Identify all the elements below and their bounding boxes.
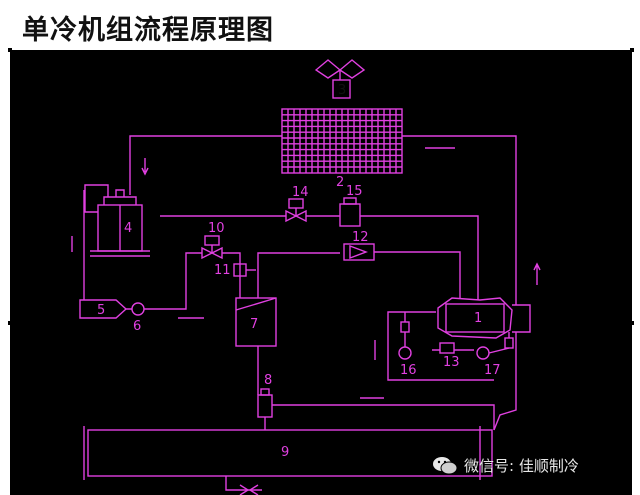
component-label: 3 — [338, 83, 346, 98]
component-label: 15 — [346, 184, 363, 199]
component-label: 4 — [124, 221, 132, 236]
component-label: 16 — [400, 363, 417, 378]
watermark-text: 微信号: 佳顺制冷 — [464, 457, 579, 475]
condenser-grid — [282, 109, 402, 173]
receiver-valve — [115, 189, 125, 197]
arrow-down-icon — [141, 158, 149, 176]
expansion-valve-cap — [260, 388, 270, 396]
evaporator-outlet — [493, 332, 517, 431]
watermark: 微信号: 佳顺制冷 — [432, 455, 579, 476]
valve-cap — [343, 197, 357, 205]
evaporator-shell — [87, 429, 493, 477]
heat-exchanger-diagonal — [235, 297, 277, 311]
canvas-corner-marker — [8, 48, 12, 52]
component-label: 5 — [97, 303, 105, 318]
compressor-suction-line — [374, 251, 461, 298]
compressor-body — [445, 303, 505, 333]
component-label: 10 — [208, 221, 225, 236]
condenser-outlet-pipe — [129, 135, 282, 195]
diagram-canvas — [10, 50, 632, 495]
sight-element-arrow — [349, 244, 368, 260]
component-label: 6 — [133, 319, 141, 334]
compressor-discharge — [512, 304, 531, 333]
gauge-line — [488, 332, 510, 354]
condenser-inlet-pipe — [402, 135, 517, 305]
wechat-icon — [433, 456, 458, 474]
compressor — [437, 297, 513, 339]
component-label: 7 — [250, 317, 258, 332]
exchanger-outlet — [257, 252, 340, 298]
receiver-left-pipe — [84, 184, 109, 213]
canvas-corner-marker — [630, 48, 634, 52]
component-label: 14 — [292, 185, 309, 200]
compressor-lines — [387, 311, 494, 381]
fan-motor — [332, 79, 351, 99]
valve-outlet — [360, 215, 479, 300]
component-label: 9 — [281, 445, 289, 460]
component-label: 13 — [443, 355, 460, 370]
component-label: 1 — [474, 311, 482, 326]
component-label: 8 — [264, 373, 272, 388]
filter-drier — [79, 299, 128, 319]
arrow-up-icon — [533, 262, 541, 285]
page-title: 单冷机组流程原理图 — [22, 15, 274, 46]
heat-exchanger — [235, 297, 277, 347]
sight-glass-neck — [126, 252, 202, 310]
component-label: 11 — [214, 263, 231, 278]
pressure-switch — [439, 342, 455, 354]
receiver-top — [103, 196, 137, 205]
water-valve — [239, 484, 259, 495]
expansion-valve-line — [222, 252, 241, 298]
canvas-corner-marker — [8, 321, 12, 325]
expansion-valve-outlet — [272, 404, 495, 430]
canvas-corner-marker — [630, 321, 634, 325]
fan-icon — [314, 59, 366, 79]
component-label: 17 — [484, 363, 501, 378]
component-label: 12 — [352, 230, 369, 245]
component-label: 2 — [336, 175, 344, 190]
